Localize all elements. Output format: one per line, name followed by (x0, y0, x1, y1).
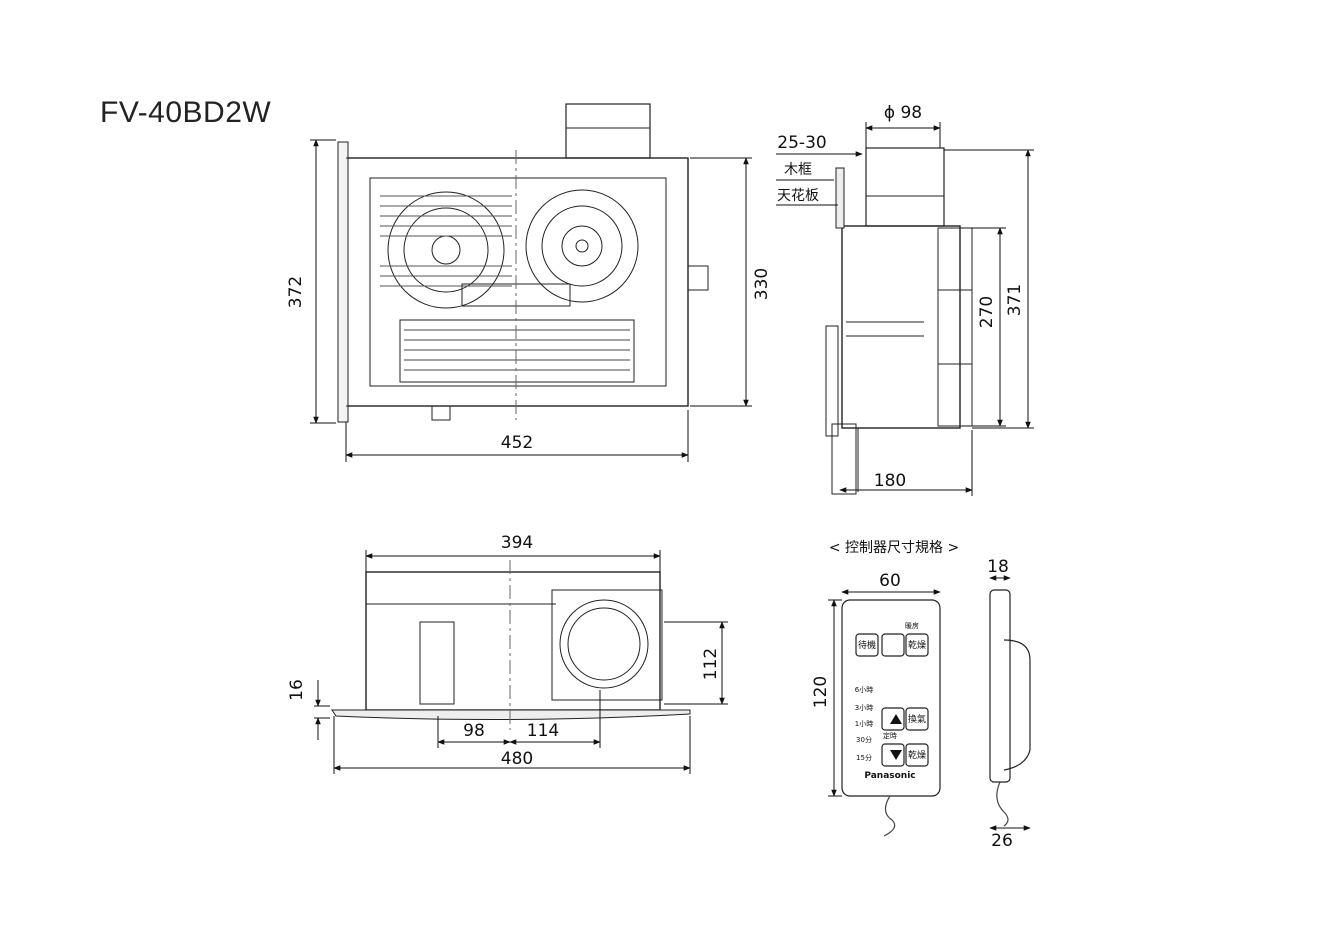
side-view (825, 147, 973, 495)
bottom-slot (419, 621, 455, 705)
label-3h: 3小時 (855, 703, 873, 712)
controller-caption: < 控制器尺寸規格 > (829, 540, 959, 556)
label-6h: 6小時 (855, 685, 873, 694)
wood-frame-label: 木框 (784, 162, 812, 178)
front-dimensions (310, 139, 752, 462)
bottom-width-label: 394 (501, 533, 533, 553)
btn-fan-label: 換氣 (908, 713, 926, 725)
bottom-body (365, 571, 661, 711)
front-chassis (369, 177, 667, 387)
side-duct (865, 147, 945, 227)
label-1h: 1小時 (855, 719, 873, 728)
btn-dry2-label: 乾燥 (908, 749, 926, 761)
side-depth-label: 180 (874, 471, 906, 491)
bottom-panel (331, 709, 691, 721)
bottom-offset-b-label: 114 (527, 721, 559, 741)
right-fan (525, 189, 639, 303)
duct-diameter-label: ϕ 98 (884, 103, 922, 123)
front-height-label: 372 (286, 276, 306, 308)
controller-body (841, 599, 941, 797)
bottom-view (331, 560, 691, 730)
bottom-duct-frame (551, 589, 663, 701)
controller-depth-top-label: 18 (987, 557, 1009, 577)
side-height-label: 371 (1005, 284, 1025, 316)
controller-depth-bottom-label: 26 (991, 831, 1013, 851)
left-fan (387, 191, 505, 309)
btn-dry-label: 乾燥 (908, 639, 926, 651)
frame-range-label: 25-30 (777, 133, 826, 153)
front-flange (337, 141, 349, 423)
front-duct (565, 103, 651, 159)
side-bottom-panel (831, 423, 857, 495)
front-width-label: 452 (501, 433, 533, 453)
bottom-duct-circle (559, 599, 649, 689)
label-warm: 暖房 (905, 621, 919, 630)
bottom-panel-label: 16 (287, 679, 307, 701)
front-inner-height-label: 330 (752, 268, 772, 300)
side-flange (825, 325, 839, 437)
bottom-offset-a-label: 98 (463, 721, 485, 741)
side-rear (937, 227, 973, 427)
front-grille (399, 319, 635, 383)
controller-height-label: 120 (811, 676, 831, 708)
side-inner-height-label: 270 (977, 296, 997, 328)
controller-dimensions (828, 575, 1031, 831)
ceiling-board-label: 天花板 (777, 188, 819, 204)
side-body (841, 225, 961, 429)
bottom-total-width-label: 480 (501, 749, 533, 769)
controller-side (989, 589, 1031, 827)
label-timer: 定時 (883, 731, 897, 740)
bottom-duct-height-label: 112 (701, 648, 721, 680)
ceiling-board (835, 167, 845, 229)
controller-front (841, 599, 941, 837)
front-view (337, 103, 709, 423)
bottom-dimensions (314, 550, 728, 774)
label-30m: 30分 (856, 735, 872, 744)
controller-brand: Panasonic (864, 771, 915, 781)
label-15m: 15分 (856, 753, 872, 762)
side-dimensions (776, 122, 1034, 496)
btn-standby-label: 待機 (858, 639, 876, 651)
controller-width-label: 60 (879, 571, 901, 591)
model-title: FV-40BD2W (100, 96, 272, 129)
